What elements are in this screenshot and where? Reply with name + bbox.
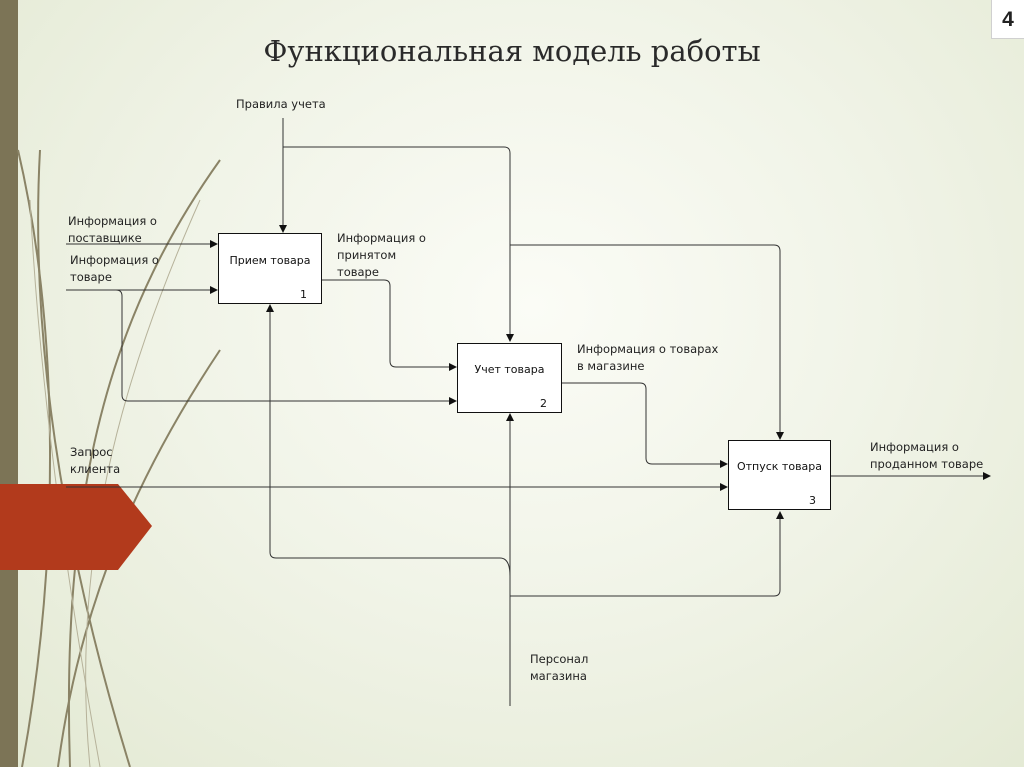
activity-box-3-number: 3 <box>809 494 816 507</box>
activity-box-2: Учет товара 2 <box>457 343 562 413</box>
activity-box-3: Отпуск товара 3 <box>728 440 831 510</box>
left-decor-bar <box>0 0 18 767</box>
mechanism-staff-to-box1 <box>266 304 511 577</box>
label-rules: Правила учета <box>236 97 326 111</box>
activity-box-1: Прием товара 1 <box>218 233 322 304</box>
activity-box-2-label: Учет товара <box>474 363 545 376</box>
input-goods-to-box2 <box>115 289 457 405</box>
slide-title: Функциональная модель работы <box>263 34 761 68</box>
ribbon-arrow <box>0 484 152 570</box>
label-store-staff: Персонал магазина <box>530 652 589 683</box>
flow-box2-to-box3 <box>561 382 728 468</box>
control-rules-to-box3 <box>510 244 784 440</box>
label-sold-goods: Информация о проданном товаре <box>870 440 984 471</box>
flow-box1-to-box2 <box>321 279 457 371</box>
activity-box-1-label: Прием товара <box>229 254 311 267</box>
label-goods-info: Информация о товаре <box>70 253 159 284</box>
label-supplier-info: Информация о поставщике <box>68 214 157 245</box>
activity-box-3-label: Отпуск товара <box>736 460 823 473</box>
control-rules-to-box2 <box>283 146 514 342</box>
activity-box-1-number: 1 <box>300 288 307 301</box>
label-client-request: Запрос клиента <box>70 445 121 476</box>
label-goods-in-store: Информация о товарах в магазине <box>577 342 719 373</box>
slide-number: 4 <box>991 0 1024 39</box>
mechanism-staff-to-box3 <box>510 511 784 597</box>
activity-box-2-number: 2 <box>540 397 547 410</box>
label-accepted-goods: Информация о принятом товаре <box>337 231 426 279</box>
